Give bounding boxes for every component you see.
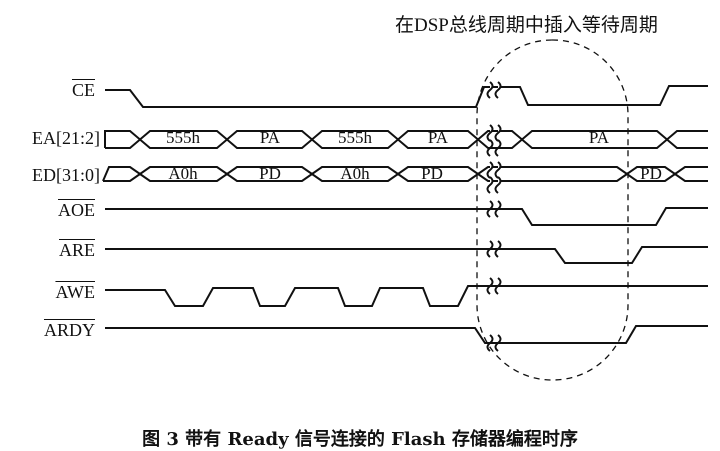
ed-value: PD: [259, 164, 281, 183]
ed-value: A0h: [168, 164, 198, 183]
ea-value: 555h: [338, 128, 372, 147]
signal-label-aoe: AOE: [58, 200, 95, 220]
are-wave: [105, 246, 708, 264]
ce-wave: [105, 85, 708, 108]
wait-cycle-outline: [476, 39, 629, 381]
awe-wave: [105, 285, 708, 307]
signal-label-ce: CE: [71, 80, 95, 100]
break-marks: [486, 81, 502, 352]
signal-label-awe: AWE: [55, 282, 95, 302]
ea-value: PA: [427, 128, 449, 147]
ea-value: 555h: [166, 128, 200, 147]
ardy-wave: [105, 325, 708, 344]
signal-label-ed: ED[31:0]: [32, 165, 100, 185]
ed-bus: [102, 166, 708, 182]
ea-value: PA: [588, 128, 610, 147]
ed-value: PD: [640, 164, 662, 183]
signal-label-ardy: ARDY: [43, 320, 95, 340]
signal-label-ea: EA[21:2]: [32, 128, 100, 148]
ea-bus: [104, 130, 708, 149]
figure-caption: 图 3 带有 Ready 信号连接的 Flash 存储器编程时序: [142, 429, 578, 450]
ed-value: PD: [421, 164, 443, 183]
ea-value: PA: [259, 128, 281, 147]
wait-cycle-annotation: 在DSP总线周期中插入等待周期: [395, 15, 658, 36]
aoe-wave: [105, 207, 708, 226]
signal-label-are: ARE: [59, 240, 95, 260]
ed-value: A0h: [340, 164, 370, 183]
